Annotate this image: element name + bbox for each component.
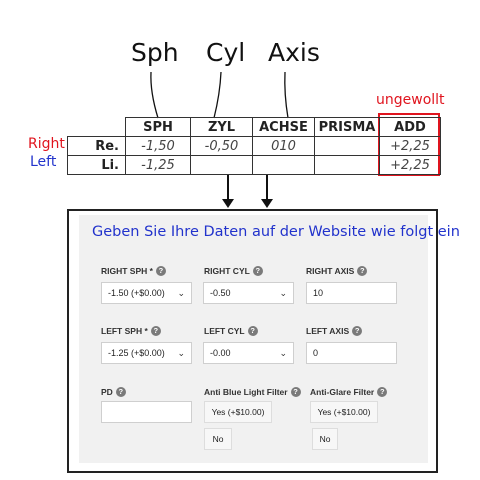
right-zyl-value: -0,50 bbox=[190, 136, 253, 156]
website-form-panel bbox=[67, 209, 438, 473]
anti-glare-label-text: Anti-Glare Filter bbox=[310, 387, 375, 397]
right-axis-label-text: RIGHT AXIS bbox=[306, 266, 355, 276]
left-zyl-value bbox=[190, 155, 253, 175]
pd-input[interactable] bbox=[101, 401, 192, 423]
chevron-down-icon: ⌄ bbox=[177, 288, 185, 298]
pd-label-text: PD bbox=[101, 387, 113, 397]
left-cyl-select[interactable]: -0.00 ⌄ bbox=[203, 342, 294, 364]
right-cyl-label: RIGHT CYL ? bbox=[204, 266, 263, 276]
anti-blue-light-label-text: Anti Blue Light Filter bbox=[204, 387, 288, 397]
col-header-add: ADD bbox=[379, 117, 441, 137]
right-sph-label: RIGHT SPH * ? bbox=[101, 266, 166, 276]
left-sph-selected-value: -1.25 (+$0.00) bbox=[108, 348, 165, 358]
col-header-prisma: PRISMA bbox=[314, 117, 380, 137]
left-sph-value: -1,25 bbox=[125, 155, 191, 175]
col-header-sph: SPH bbox=[125, 117, 191, 137]
cyl-leader-line bbox=[213, 71, 222, 119]
anti-blue-light-label: Anti Blue Light Filter ? bbox=[204, 387, 301, 397]
help-icon[interactable]: ? bbox=[357, 266, 368, 276]
anti-blue-yes-button[interactable]: Yes (+$10.00) bbox=[204, 401, 272, 423]
right-axis-input[interactable]: 10 bbox=[306, 282, 397, 304]
row-label-left: Li. bbox=[67, 155, 126, 175]
chevron-down-icon: ⌄ bbox=[177, 348, 185, 358]
right-sph-selected-value: -1.50 (+$0.00) bbox=[108, 288, 165, 298]
axis-leader-line bbox=[284, 71, 289, 119]
left-cyl-label: LEFT CYL ? bbox=[204, 326, 258, 336]
anti-glare-yes-button[interactable]: Yes (+$10.00) bbox=[310, 401, 378, 423]
arrow-down-icon bbox=[261, 175, 273, 208]
right-sph-select[interactable]: -1.50 (+$0.00) ⌄ bbox=[101, 282, 192, 304]
pd-label: PD ? bbox=[101, 387, 126, 397]
help-icon[interactable]: ? bbox=[352, 326, 363, 336]
left-axis-label-text: LEFT AXIS bbox=[306, 326, 350, 336]
anti-blue-no-button[interactable]: No bbox=[204, 428, 232, 450]
right-sph-value: -1,50 bbox=[125, 136, 191, 156]
chevron-down-icon: ⌄ bbox=[279, 288, 287, 298]
col-header-zyl: ZYL bbox=[190, 117, 253, 137]
left-eye-label: Left bbox=[30, 154, 57, 170]
left-axis-label: LEFT AXIS ? bbox=[306, 326, 363, 336]
arrow-down-icon bbox=[222, 175, 234, 208]
right-eye-label: Right bbox=[28, 136, 65, 152]
left-achse-value bbox=[252, 155, 315, 175]
help-icon[interactable]: ? bbox=[252, 266, 263, 276]
help-icon[interactable]: ? bbox=[290, 387, 301, 397]
right-sph-label-text: RIGHT SPH * bbox=[101, 266, 153, 276]
left-cyl-selected-value: -0.00 bbox=[210, 348, 231, 358]
help-icon[interactable]: ? bbox=[115, 387, 126, 397]
left-axis-value: 0 bbox=[313, 348, 319, 358]
sph-leader-line bbox=[150, 71, 159, 119]
left-add-value: +2,25 bbox=[379, 155, 441, 175]
table-corner bbox=[67, 117, 126, 137]
right-axis-label: RIGHT AXIS ? bbox=[306, 266, 368, 276]
left-sph-label: LEFT SPH * ? bbox=[101, 326, 161, 336]
leader-lines bbox=[150, 71, 289, 208]
right-add-value: +2,25 bbox=[379, 136, 441, 156]
right-cyl-label-text: RIGHT CYL bbox=[204, 266, 250, 276]
help-icon[interactable]: ? bbox=[377, 387, 388, 397]
table-row: Re. -1,50 -0,50 010 +2,25 bbox=[67, 136, 441, 156]
form-title: Geben Sie Ihre Daten auf der Website wie… bbox=[92, 224, 460, 240]
help-icon[interactable]: ? bbox=[150, 326, 161, 336]
col-header-achse: ACHSE bbox=[252, 117, 315, 137]
right-cyl-select[interactable]: -0.50 ⌄ bbox=[203, 282, 294, 304]
prescription-table: SPH ZYL ACHSE PRISMA ADD Re. -1,50 -0,50… bbox=[67, 117, 441, 175]
left-sph-select[interactable]: -1.25 (+$0.00) ⌄ bbox=[101, 342, 192, 364]
table-row: Li. -1,25 +2,25 bbox=[67, 155, 441, 175]
table-header-row: SPH ZYL ACHSE PRISMA ADD bbox=[67, 117, 441, 137]
right-prisma-value bbox=[314, 136, 380, 156]
sph-annotation: Sph bbox=[131, 38, 179, 67]
chevron-down-icon: ⌄ bbox=[279, 348, 287, 358]
axis-annotation: Axis bbox=[268, 38, 320, 67]
left-cyl-label-text: LEFT CYL bbox=[204, 326, 245, 336]
anti-glare-label: Anti-Glare Filter ? bbox=[310, 387, 388, 397]
help-icon[interactable]: ? bbox=[155, 266, 166, 276]
cyl-annotation: Cyl bbox=[206, 38, 246, 67]
anti-glare-no-button[interactable]: No bbox=[312, 428, 338, 450]
unwanted-note: ungewollt bbox=[376, 92, 445, 108]
form-background bbox=[79, 215, 428, 463]
row-label-right: Re. bbox=[67, 136, 126, 156]
right-cyl-selected-value: -0.50 bbox=[210, 288, 231, 298]
right-axis-value: 10 bbox=[313, 288, 324, 298]
right-achse-value: 010 bbox=[252, 136, 315, 156]
left-prisma-value bbox=[314, 155, 380, 175]
left-sph-label-text: LEFT SPH * bbox=[101, 326, 148, 336]
help-icon[interactable]: ? bbox=[247, 326, 258, 336]
left-axis-input[interactable]: 0 bbox=[306, 342, 397, 364]
